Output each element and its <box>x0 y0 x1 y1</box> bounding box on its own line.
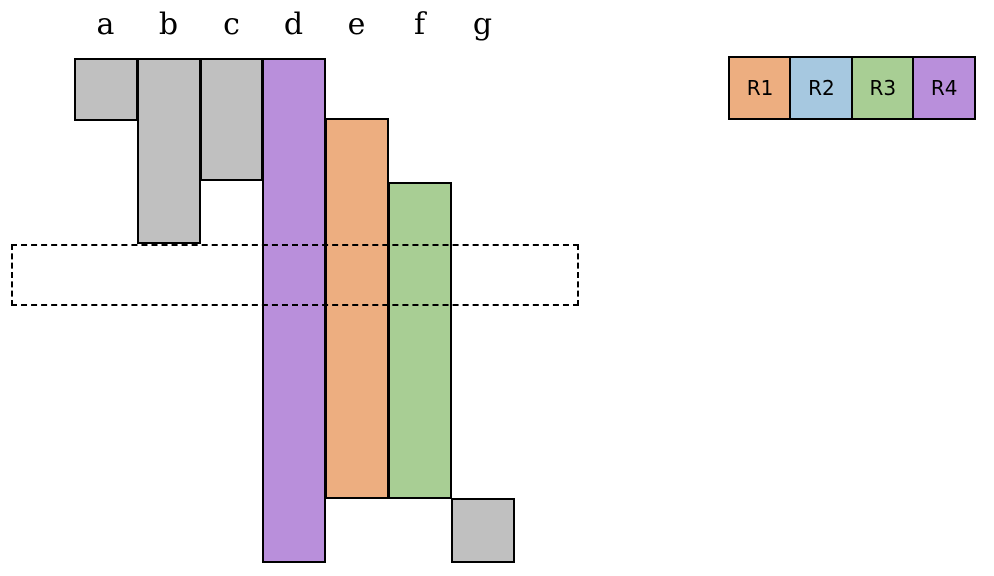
legend-item-label: R4 <box>930 76 958 100</box>
bar-a[interactable] <box>74 58 138 121</box>
selection-region[interactable] <box>11 244 579 306</box>
column-label-c: c <box>223 7 240 42</box>
legend-item-label: R3 <box>869 76 897 100</box>
column-label-g: g <box>472 7 493 42</box>
legend-item-r2[interactable]: R2 <box>789 56 854 120</box>
bar-b[interactable] <box>137 58 201 244</box>
bar-e[interactable] <box>325 118 389 499</box>
legend-item-label: R2 <box>808 76 835 100</box>
bar-c[interactable] <box>200 58 263 181</box>
legend-item-r1[interactable]: R1 <box>728 56 792 120</box>
legend-item-r4[interactable]: R4 <box>912 56 977 120</box>
bar-d[interactable] <box>262 58 326 563</box>
column-label-f: f <box>413 7 426 42</box>
legend: R1 R2 R3 R4 <box>728 56 977 120</box>
bar-f[interactable] <box>388 182 452 499</box>
column-label-e: e <box>347 7 366 42</box>
legend-item-r3[interactable]: R3 <box>850 56 915 120</box>
column-label-b: b <box>158 7 179 42</box>
column-label-d: d <box>283 7 304 42</box>
legend-item-label: R1 <box>746 76 774 100</box>
column-label-a: a <box>96 7 115 42</box>
bar-g[interactable] <box>451 498 515 563</box>
